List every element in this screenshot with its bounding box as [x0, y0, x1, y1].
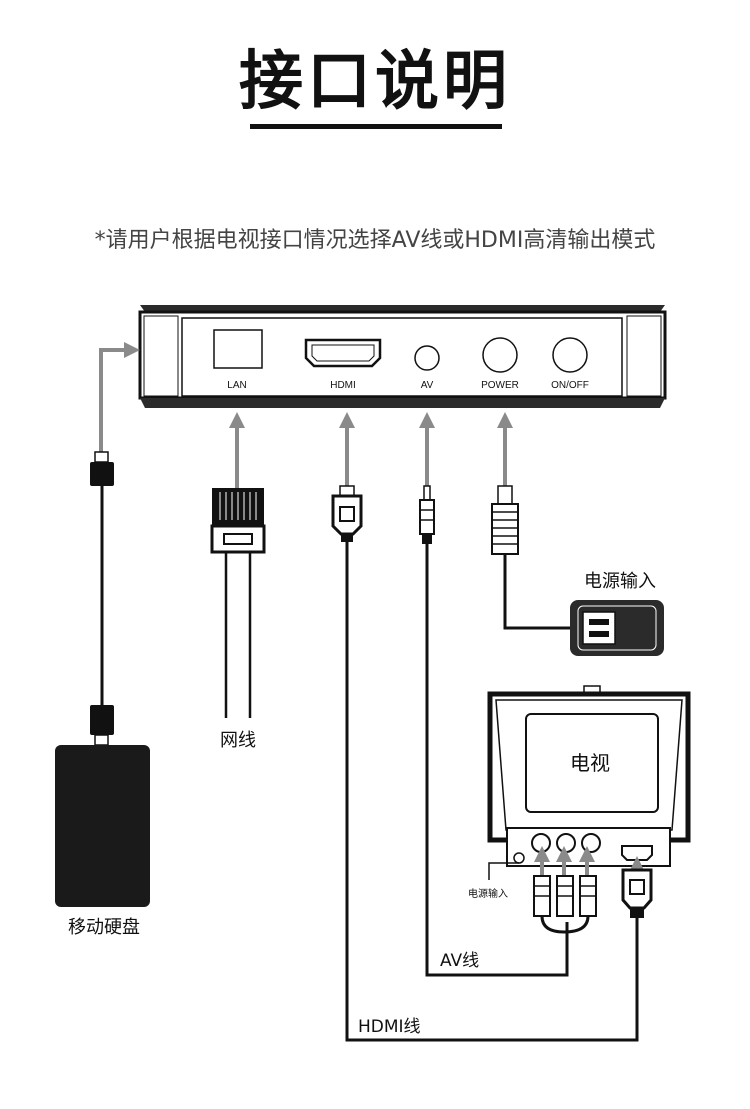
hard-drive-label: 移动硬盘 — [68, 917, 140, 938]
av-port — [414, 345, 440, 371]
hdmi-cable — [345, 542, 639, 1042]
hdmi-plug — [331, 485, 363, 542]
power-adapter — [570, 600, 664, 656]
power-plug — [491, 485, 519, 555]
av-plug — [419, 485, 435, 544]
tv-label: 电视 — [570, 751, 610, 775]
power-cable — [503, 554, 570, 630]
tv: 电视 — [487, 685, 691, 867]
usb-arrow — [99, 342, 140, 455]
hard-drive — [55, 745, 150, 907]
rca-plugs — [533, 875, 597, 934]
hdmi-port-label: HDMI — [330, 380, 356, 391]
power-port — [482, 337, 518, 373]
tv-power-input-label: 电源输入 — [468, 887, 508, 900]
usage-note: *请用户根据电视接口情况选择AV线或HDMI高清输出模式 — [94, 228, 656, 253]
page-title: 接口说明 — [239, 45, 511, 119]
power-port-label: POWER — [481, 380, 519, 391]
on-off-button — [552, 337, 588, 373]
lan-port — [213, 329, 263, 369]
hdmi-port — [304, 338, 382, 368]
av-cable-label: AV线 — [440, 951, 479, 971]
av-port-label: AV — [421, 380, 434, 391]
title-underline — [250, 124, 502, 129]
usb-cable — [90, 451, 114, 746]
power-input-label: 电源输入 — [584, 571, 656, 592]
hdmi-cable-label: HDMI线 — [358, 1017, 421, 1037]
network-cable-label: 网线 — [220, 730, 256, 751]
on-off-label: ON/OFF — [551, 380, 589, 391]
lan-port-label: LAN — [227, 380, 246, 391]
av-cable — [425, 544, 569, 977]
tv-hdmi-plug — [621, 868, 653, 918]
tv-hdmi-port — [621, 845, 653, 861]
rj45-connector — [210, 488, 266, 554]
